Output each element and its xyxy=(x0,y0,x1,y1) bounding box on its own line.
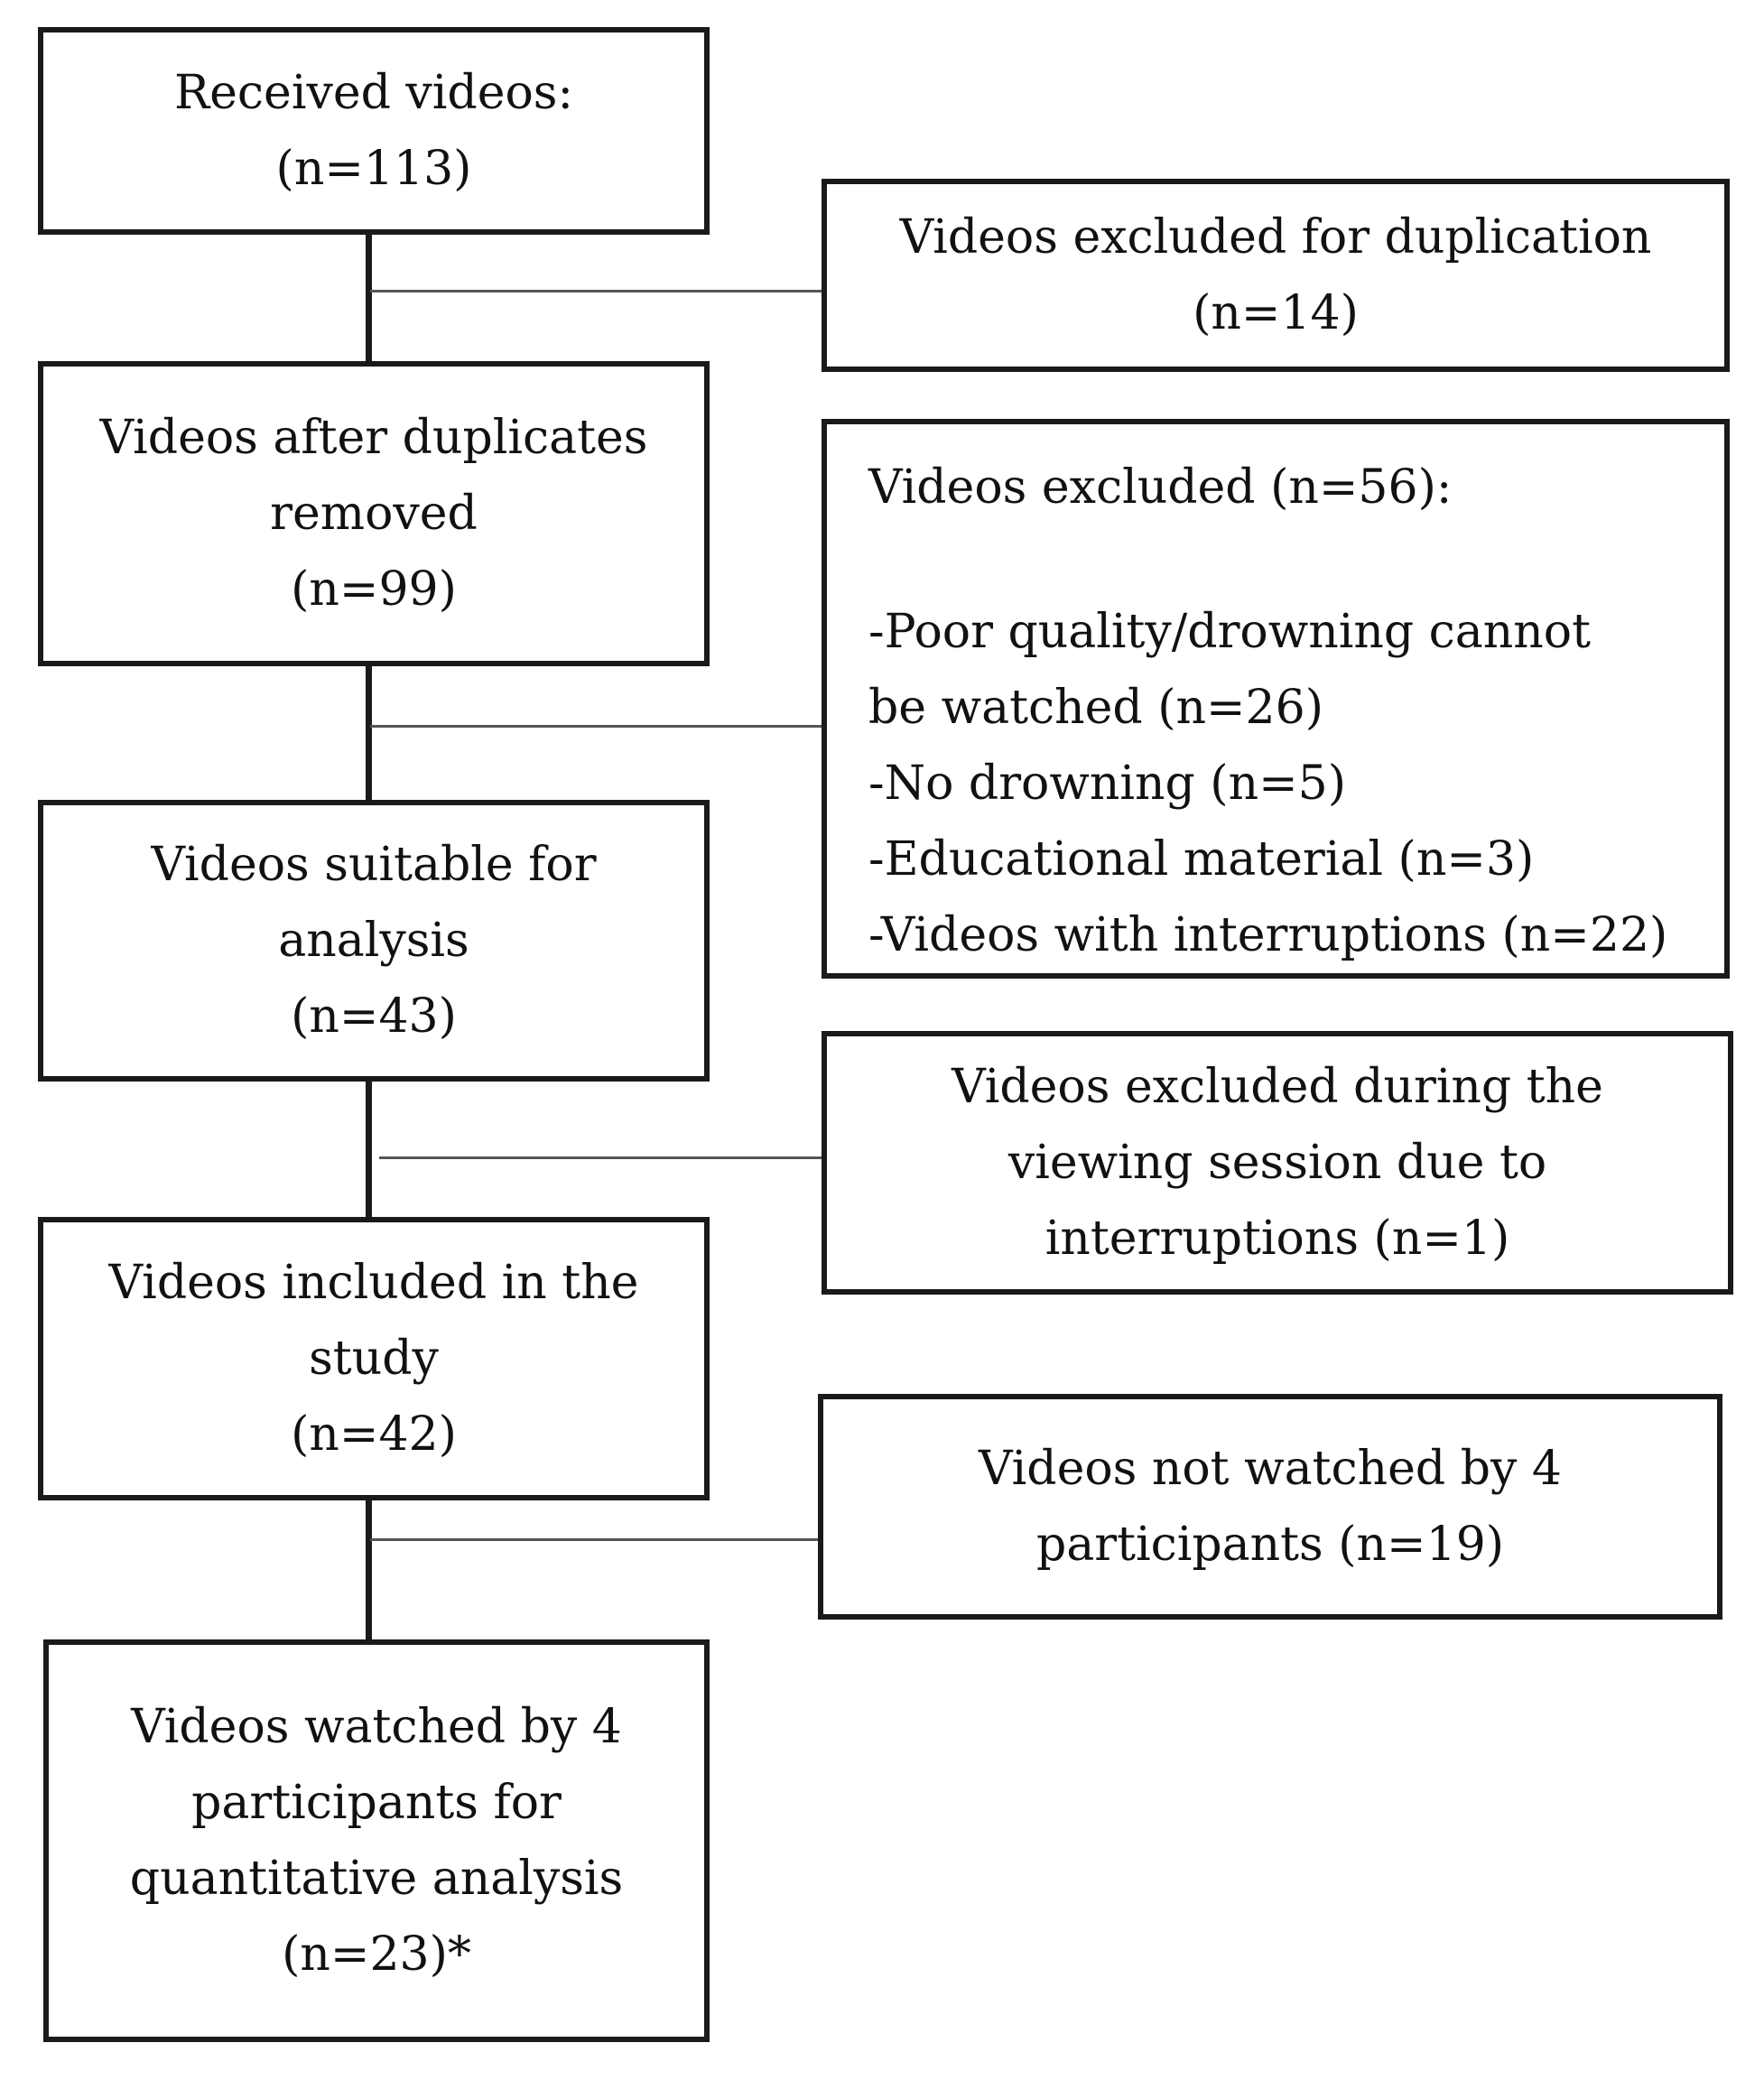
box-line: analysis xyxy=(278,914,469,968)
branch-to-session-excluded xyxy=(379,1156,823,1159)
branch-to-quality-excluded xyxy=(370,725,823,728)
box-count: (n=14) xyxy=(1193,286,1359,340)
excluded-duplication-box: Videos excluded for duplication (n=14) xyxy=(822,179,1730,372)
videos-included-box: Videos included in the study (n=42) xyxy=(38,1217,710,1500)
box-line: participants (n=19) xyxy=(1035,1518,1505,1572)
box-line: participants for xyxy=(191,1776,562,1830)
box-count: (n=42) xyxy=(291,1407,457,1462)
box-line: Videos after duplicates xyxy=(99,411,648,465)
box-line: quantitative analysis xyxy=(129,1852,624,1906)
box-line: interruptions (n=1) xyxy=(1044,1212,1510,1266)
box-line: study xyxy=(309,1332,439,1386)
connector-dedup-to-suitable xyxy=(366,664,372,802)
box-line: Videos suitable for xyxy=(151,838,597,892)
not-watched-box: Videos not watched by 4 participants (n=… xyxy=(818,1394,1722,1620)
box-line: Received videos: xyxy=(174,66,573,120)
box-line: Videos included in the xyxy=(108,1256,639,1310)
box-line: viewing session due to xyxy=(1007,1136,1547,1190)
box-line: removed xyxy=(270,487,478,541)
exclusion-reason: -Videos with interruptions (n=22) xyxy=(868,908,1668,962)
connector-suitable-to-included xyxy=(366,1080,372,1219)
exclusion-reason: -No drowning (n=5) xyxy=(868,757,1347,811)
exclusion-header: Videos excluded (n=56): xyxy=(868,460,1453,515)
exclusion-reason: -Poor quality/drowning cannot xyxy=(868,605,1591,659)
videos-after-duplicates-box: Videos after duplicates removed (n=99) xyxy=(38,361,710,666)
received-videos-box: Received videos: (n=113) xyxy=(38,27,710,235)
box-count: (n=99) xyxy=(291,562,457,617)
excluded-viewing-session-box: Videos excluded during the viewing sessi… xyxy=(822,1031,1733,1295)
branch-to-duplication-excluded xyxy=(370,290,823,292)
box-line: Videos excluded during the xyxy=(952,1060,1603,1114)
connector-received-to-dedup xyxy=(366,233,372,363)
box-line: Videos watched by 4 xyxy=(131,1700,622,1754)
exclusion-reason: -Educational material (n=3) xyxy=(868,832,1535,887)
box-line: Videos not watched by 4 xyxy=(979,1442,1562,1496)
box-count: (n=23)* xyxy=(282,1927,471,1982)
box-count: (n=43) xyxy=(291,989,457,1044)
exclusion-reason: be watched (n=26) xyxy=(868,681,1324,735)
box-line: Videos excluded for duplication xyxy=(899,210,1652,265)
videos-watched-box: Videos watched by 4 participants for qua… xyxy=(43,1639,710,2042)
videos-suitable-box: Videos suitable for analysis (n=43) xyxy=(38,800,710,1082)
box-count: (n=113) xyxy=(275,142,472,196)
branch-to-not-watched xyxy=(370,1538,820,1541)
excluded-quality-box: Videos excluded (n=56): -Poor quality/dr… xyxy=(822,419,1730,979)
connector-included-to-watched xyxy=(366,1499,372,1641)
